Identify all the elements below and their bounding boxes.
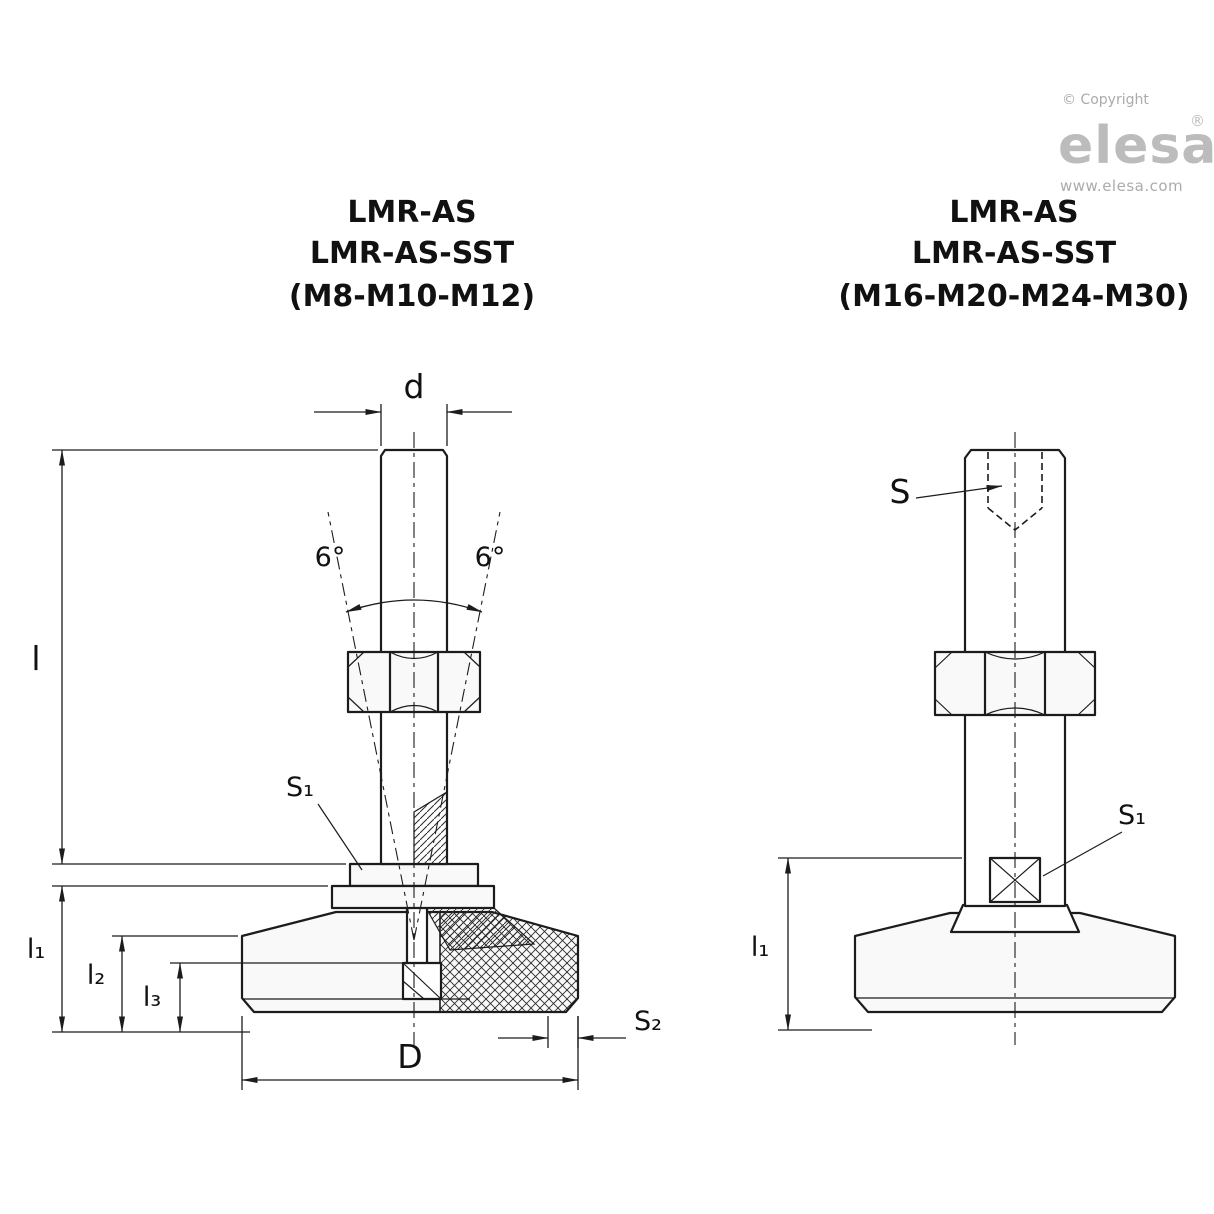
left-title-line2: LMR-AS-SST	[310, 236, 515, 271]
left-dim-l1-label: l₁	[27, 934, 45, 965]
left-title-block: LMR-AS LMR-AS-SST (M8-M10-M12)	[289, 195, 535, 314]
left-nut-chamfers	[347, 651, 481, 713]
left-dim-D: D	[241, 1016, 579, 1090]
copyright-text: © Copyright	[1062, 92, 1149, 108]
left-title-line3: (M8-M10-M12)	[289, 279, 535, 314]
website-text: www.elesa.com	[1060, 177, 1183, 195]
right-s1-square-cross	[989, 857, 1041, 903]
right-nut-chamfers	[934, 651, 1096, 716]
elesa-logo: elesa	[1058, 116, 1214, 176]
left-dim-l: l	[31, 449, 378, 865]
left-dim-d: d	[314, 367, 512, 446]
left-collar-section-hatch	[424, 907, 536, 951]
left-dim-l3-label: l₃	[143, 982, 161, 1013]
right-s1-leader	[1042, 831, 1123, 877]
left-tilt-line-right	[413, 511, 501, 941]
right-drawing: S S₁ l₁	[751, 432, 1177, 1045]
right-s1-label: S₁	[1118, 800, 1146, 831]
left-dim-l2-label: l₂	[87, 960, 105, 991]
left-dim-l2: l₂	[87, 935, 238, 1033]
left-ball-pin	[405, 903, 429, 967]
right-s-label: S	[890, 472, 911, 511]
right-dim-l1-label: l₁	[751, 932, 769, 963]
left-dim-d-label: d	[404, 367, 425, 406]
right-s-leader	[915, 485, 1003, 499]
registered-mark: ®	[1190, 112, 1205, 130]
left-pin-insert-hatch	[402, 962, 442, 1000]
right-title-line2: LMR-AS-SST	[912, 236, 1117, 271]
left-s1-leader	[317, 803, 363, 871]
right-dim-l1: l₁	[751, 857, 962, 1031]
branding-block: © Copyright elesa ® www.elesa.com	[1058, 92, 1214, 195]
left-dim-s2-label: S₂	[634, 1006, 662, 1037]
left-angle-label-right: 6°	[475, 542, 506, 573]
right-title-line1: LMR-AS	[949, 195, 1078, 230]
left-collar-flange	[330, 884, 496, 910]
left-s1-label: S₁	[286, 772, 314, 803]
left-tilt-arc	[345, 599, 483, 613]
right-title-line3: (M16-M20-M24-M30)	[838, 279, 1189, 314]
left-dim-l3: l₃	[143, 962, 403, 1033]
left-tilt-line-left	[327, 511, 415, 941]
left-angle-label-left: 6°	[315, 542, 346, 573]
left-dim-l-label: l	[31, 639, 40, 678]
left-s1-callout: S₁	[286, 772, 363, 871]
right-title-block: LMR-AS LMR-AS-SST (M16-M20-M24-M30)	[838, 195, 1189, 314]
right-s1-callout: S₁	[1042, 800, 1146, 877]
left-drawing: 6° 6° d l l₁ l₂	[27, 367, 662, 1090]
left-dim-D-label: D	[397, 1037, 422, 1076]
left-dim-s2: S₂	[498, 1006, 662, 1048]
left-title-line1: LMR-AS	[347, 195, 476, 230]
right-s-callout: S	[890, 472, 1003, 511]
left-dim-l1: l₁	[27, 885, 328, 1033]
